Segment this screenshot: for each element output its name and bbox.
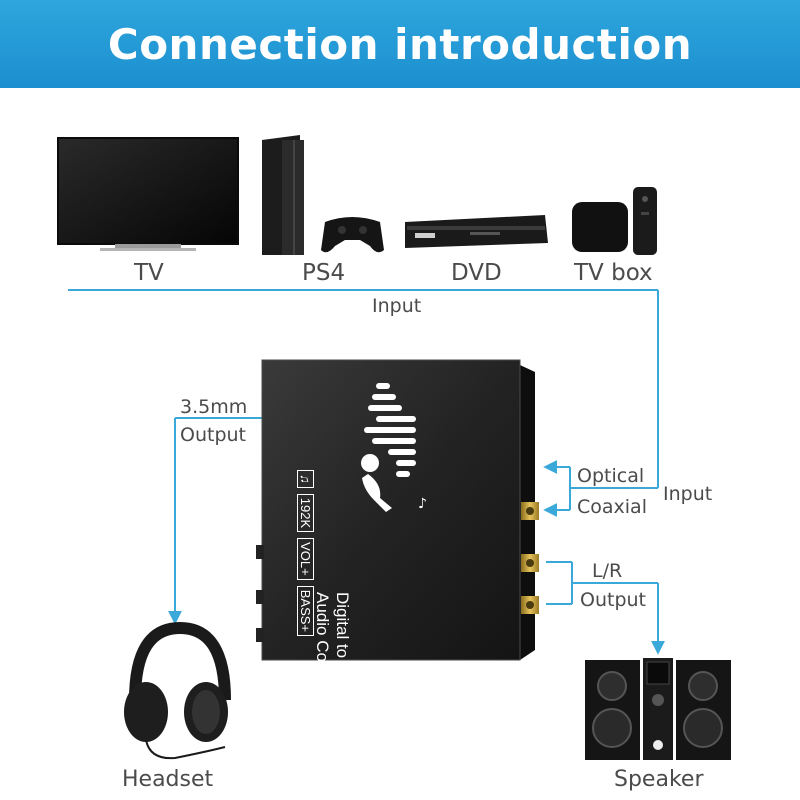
tv-icon [57,137,239,251]
dac-converter-box: ♪ [261,359,535,661]
speaker-left-icon [585,660,640,760]
audio-wave-logo [364,383,416,477]
speaker-label: Speaker [614,767,704,792]
converter-text: Digital to Analog Audio Converter [312,592,352,782]
badge-bass: BASS+ [297,585,314,637]
coaxial-label: Coaxial [577,496,647,518]
optical-label: Optical [577,465,645,487]
converter-line2: Audio Converter [313,592,332,715]
headphone-badge-icon: ♫ [297,470,314,488]
badge-vol: VOL+ [297,538,314,580]
converter-left-jacks [256,545,264,642]
lr-output-label: Output [580,589,646,611]
converter-badges: ♫ 192K VOL+ BASS+ [297,470,314,637]
jack-output-label: Output [180,424,246,446]
device-label-dvd: DVD [451,260,502,286]
device-label-tv-box: TV box [574,260,653,286]
dvd-player-icon [405,215,548,248]
coaxial-port [521,502,539,520]
input-right-label: Input [663,483,713,505]
badge-192k: 192K [297,493,314,533]
speaker-right-icon [676,660,731,760]
svg-text:♪: ♪ [418,496,427,512]
gamepad-icon [321,217,384,253]
banner-title: Connection introduction [107,19,693,69]
lr-label: L/R [592,560,623,582]
converter-line1: Digital to Analog [333,592,352,715]
ps4-console-icon [262,135,304,255]
device-label-tv: TV [134,260,164,286]
rca-right-port [521,596,539,614]
headset-label: Headset [122,767,214,792]
speaker-output-line [546,561,665,655]
rca-left-port [521,554,539,572]
dancer-logo: ♪ [361,454,427,512]
remote-icon [633,187,657,255]
device-label-ps4: PS4 [302,260,346,286]
input-connection-line [68,289,659,517]
speaker-center-unit-icon [643,658,673,760]
input-top-label: Input [372,295,422,317]
tv-box-icon [572,202,628,252]
headset-icon [124,621,231,760]
jack-size-label: 3.5mm [180,396,248,418]
headset-output-line [168,417,262,625]
title-banner: Connection introduction [0,0,800,88]
